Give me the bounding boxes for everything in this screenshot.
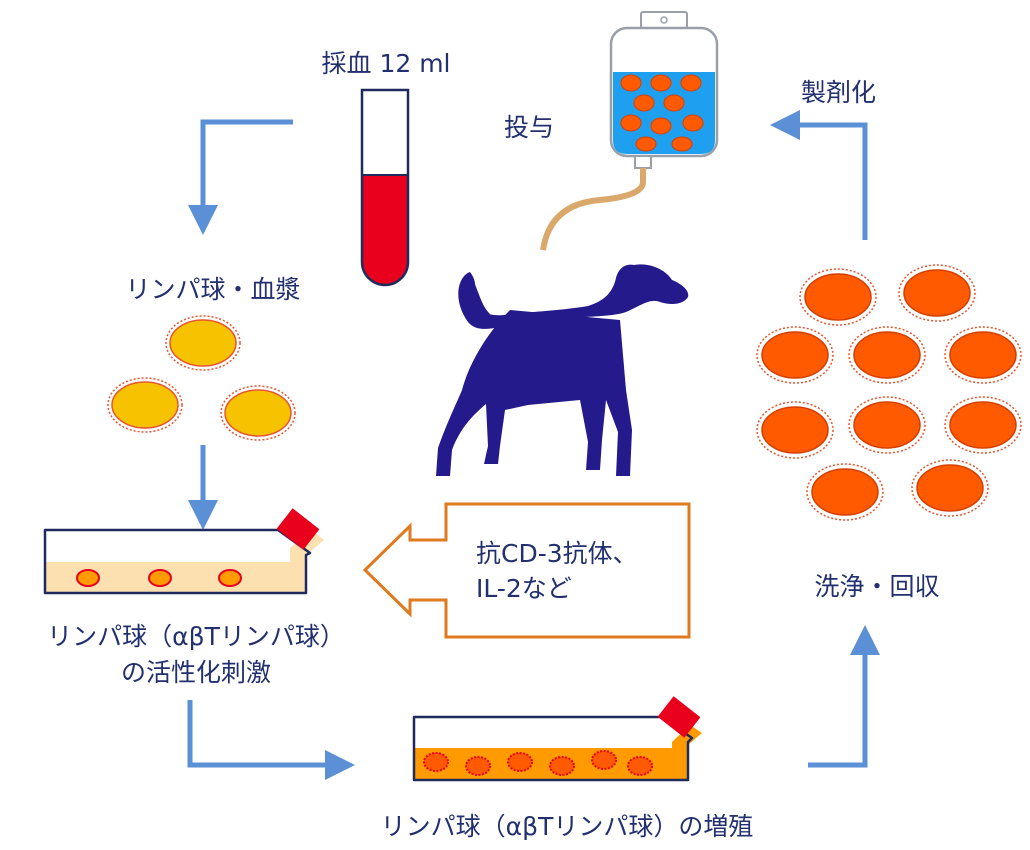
dog-icon: [436, 264, 689, 476]
stimulation-label-line2: の活性化刺激: [120, 658, 272, 687]
iv-drip-bag-icon: [540, 11, 719, 251]
cell: [848, 396, 926, 454]
arrow-stimulation-to-proliferation: [187, 700, 355, 780]
administration-label: 投与: [504, 113, 555, 142]
cell: [799, 268, 877, 326]
cell: [220, 385, 296, 441]
arrow-blood-to-separation: [188, 119, 293, 235]
cell: [898, 264, 976, 322]
arrow-proliferation-to-wash: [808, 625, 880, 768]
culture-flask-activation-icon: [43, 508, 324, 595]
lymphocytes-plasma-label: リンパ球・血漿: [125, 275, 301, 304]
lymphocytes-yellow-cells: [107, 315, 296, 441]
blood-draw-label: 採血 12 ml: [321, 49, 451, 78]
cell: [944, 396, 1022, 454]
cell: [911, 459, 989, 517]
stimulation-label-line1: リンパ球（αβTリンパ球）: [47, 622, 345, 651]
proliferation-label: リンパ球（αβTリンパ球）の増殖: [380, 812, 754, 841]
cell: [848, 326, 926, 384]
blood-tube-icon: [360, 88, 410, 287]
cell: [107, 377, 183, 433]
reagent-callout-arrow: [362, 502, 691, 639]
arrow-wash-to-formulation: [770, 110, 868, 240]
culture-flask-proliferation-icon: [412, 696, 702, 782]
cell: [165, 315, 241, 371]
cell: [756, 326, 834, 384]
callout-line1: 抗CD-3抗体、: [476, 539, 638, 568]
wash-collect-label: 洗浄・回収: [814, 572, 940, 601]
cell: [806, 463, 884, 521]
formulation-label: 製剤化: [801, 78, 877, 107]
expanded-lymphocytes-orange-cells: [756, 264, 1022, 521]
cell: [944, 326, 1022, 384]
cell: [756, 401, 834, 459]
callout-line2: IL-2など: [476, 574, 572, 603]
